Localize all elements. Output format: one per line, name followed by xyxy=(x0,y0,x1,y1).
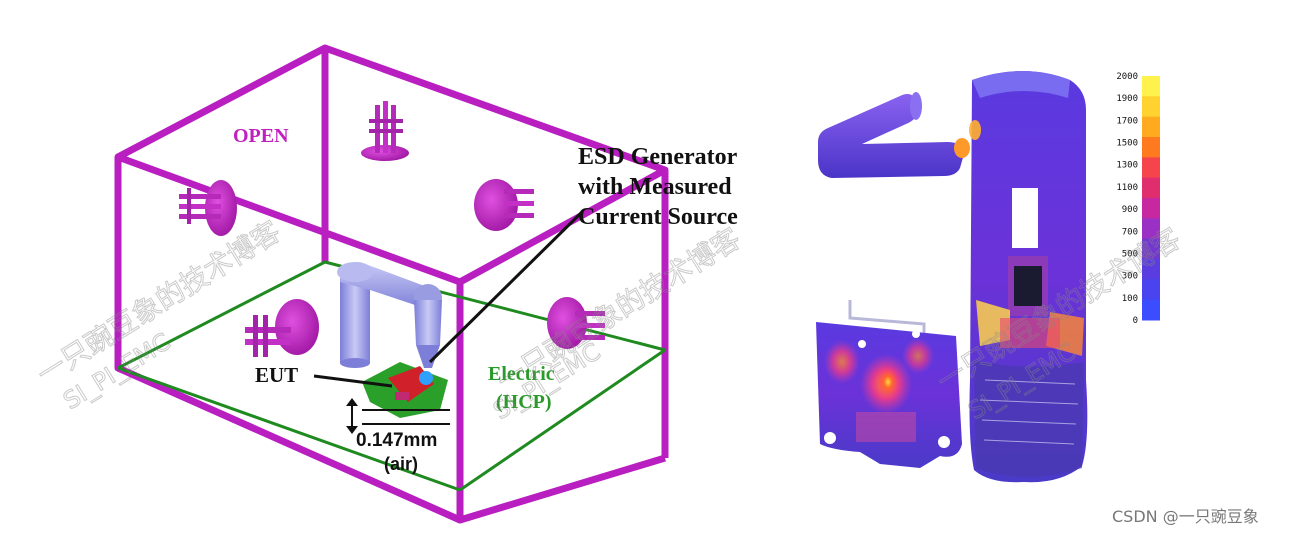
color-scale-band xyxy=(1142,218,1160,240)
color-scale-band xyxy=(1142,299,1160,321)
color-scale-band xyxy=(1142,198,1160,219)
color-scale-tick-label: 900 xyxy=(1122,205,1138,215)
color-scale-band xyxy=(1142,259,1160,280)
eut-board xyxy=(362,362,448,418)
color-scale-tick-label: 1700 xyxy=(1116,116,1138,126)
phone-body-model xyxy=(969,71,1088,483)
port-disc-bottom-right xyxy=(547,297,605,349)
color-scale-band xyxy=(1142,279,1160,301)
gap-indicator xyxy=(346,398,450,434)
color-scale-band xyxy=(1142,157,1160,179)
generator-leader-line xyxy=(428,210,584,364)
simulation-box xyxy=(114,44,669,524)
color-scale-tick-label: 300 xyxy=(1122,272,1138,282)
pcb-board-model xyxy=(816,300,962,468)
color-scale-band xyxy=(1142,177,1160,199)
csdn-credit: CSDN @一只豌豆象 xyxy=(1112,507,1259,526)
esd-generator-pipe xyxy=(337,262,442,368)
esd-tip-model xyxy=(818,92,970,178)
port-disc-left xyxy=(179,180,237,236)
color-scale-tick-label: 700 xyxy=(1122,227,1138,237)
box-edge-back xyxy=(116,44,669,458)
color-scale-band xyxy=(1142,96,1160,118)
color-scale-tick-label: 500 xyxy=(1122,249,1138,259)
color-scale-tick-label: 100 xyxy=(1122,294,1138,304)
color-scale-tick-label: 2000 xyxy=(1116,72,1138,82)
generator-label-line-3: Current Source xyxy=(578,204,738,230)
color-scale-band xyxy=(1142,238,1160,260)
port-disc-bottom-left xyxy=(245,299,319,357)
color-scale-band xyxy=(1142,116,1160,138)
color-scale-band xyxy=(1142,76,1160,97)
hcp-label-line-1: Electric xyxy=(488,363,555,385)
color-scale-legend: 2000 1900 1700 1500 1300 1100 900 700 500 300 100 0 xyxy=(1116,72,1160,326)
generator-label-line-1: ESD Generator xyxy=(578,144,738,170)
color-scale-tick-label: 1300 xyxy=(1116,161,1138,171)
color-scale-bars xyxy=(1142,76,1160,321)
gap-label-value: 0.147mm xyxy=(356,430,437,451)
port-disc-top xyxy=(361,101,409,161)
box-edge-top xyxy=(458,166,667,286)
open-label: OPEN xyxy=(233,125,289,147)
box-edge-bottom xyxy=(458,454,667,524)
color-scale-tick-label: 0 xyxy=(1133,316,1138,326)
gap-label-medium: (air) xyxy=(384,454,418,474)
color-scale-tick-label: 1100 xyxy=(1116,183,1138,193)
color-scale-band xyxy=(1142,137,1160,158)
port-disc-right xyxy=(474,179,534,231)
color-scale-ticks: 2000 1900 1700 1500 1300 1100 900 700 500 300 100 0 xyxy=(1116,72,1138,326)
hcp-label-line-2: (HCP) xyxy=(496,391,552,413)
eut-leader-line xyxy=(313,374,393,388)
generator-label-line-2: with Measured xyxy=(578,174,732,200)
color-scale-tick-label: 1500 xyxy=(1116,139,1138,149)
eut-label: EUT xyxy=(255,363,298,387)
color-scale-tick-label: 1900 xyxy=(1116,94,1138,104)
